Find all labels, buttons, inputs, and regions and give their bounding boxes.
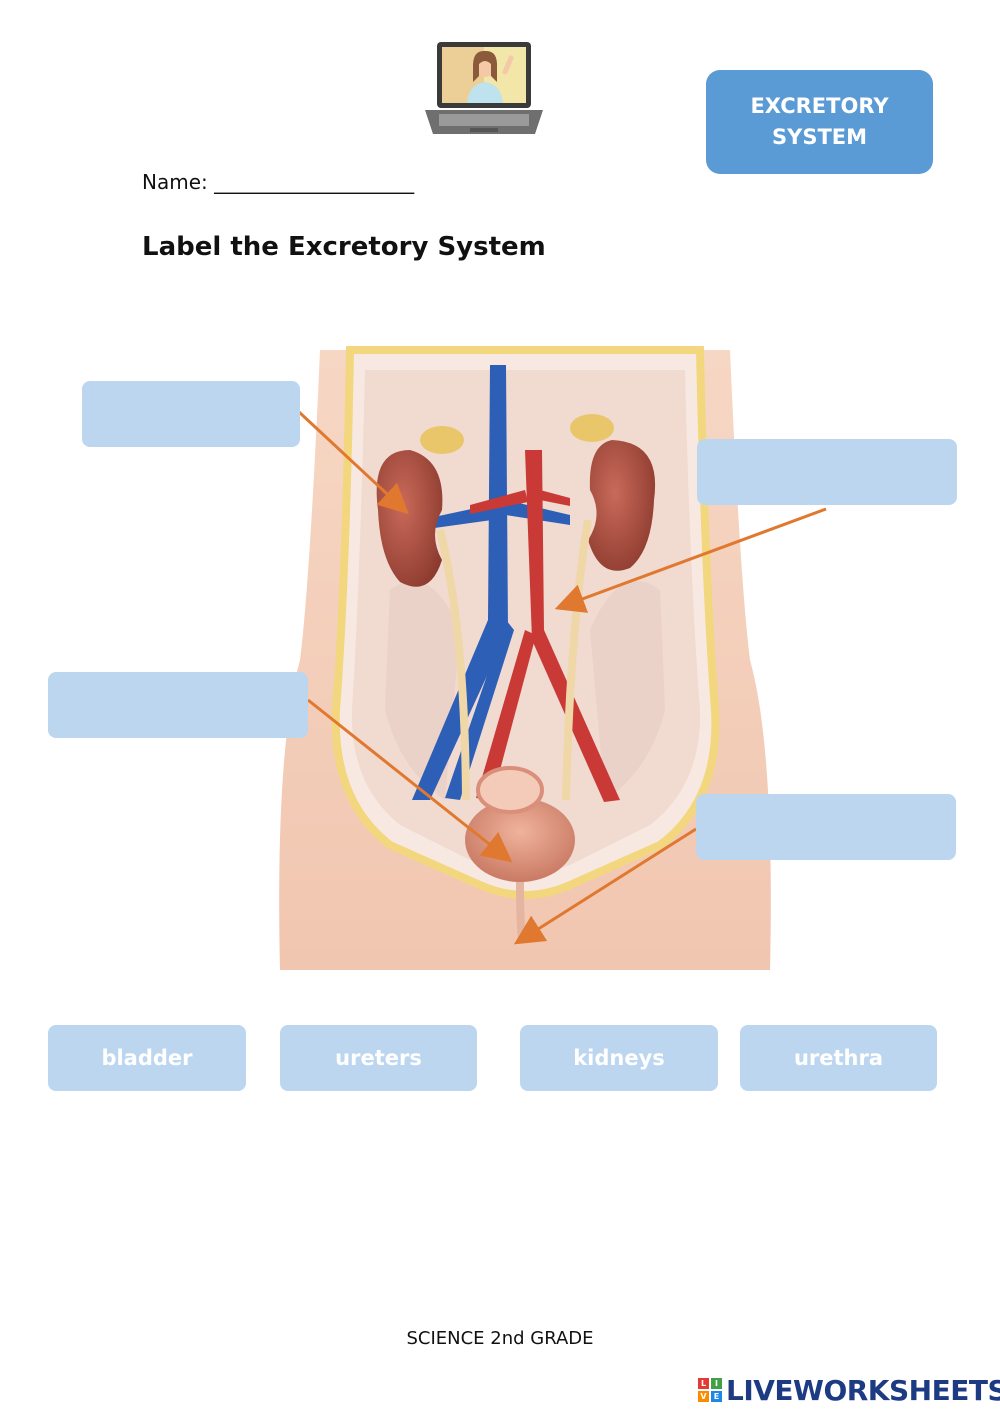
word-chip-label: urethra [793,1046,884,1070]
name-field-label: Name: ____________________ [142,170,415,194]
topic-badge: EXCRETORY SYSTEM [706,70,933,174]
liveworksheets-brand: L I V E LIVEWORKSHEETS [698,1372,1000,1408]
word-chip-bladder[interactable]: bladder [48,1025,246,1091]
word-chip-urethra[interactable]: urethra [740,1025,937,1091]
answer-box-urethra[interactable] [696,794,956,860]
subject-footer: SCIENCE 2nd GRADE [406,1328,594,1349]
word-chip-label: kidneys [573,1046,665,1070]
word-chip-kidneys[interactable]: kidneys [520,1025,718,1091]
answer-box-bladder[interactable] [48,672,308,738]
teacher-laptop-icon [425,42,543,134]
word-chip-ureters[interactable]: ureters [280,1025,477,1091]
liveworksheets-logo-icon: L I V E [698,1378,722,1402]
brand-name: LIVEWORKSHEETS [726,1373,1000,1407]
answer-box-kidneys[interactable] [82,381,300,447]
excretory-system-illustration [279,346,771,970]
worksheet-title: Label the Excretory System [142,232,546,262]
word-chip-label: ureters [335,1046,422,1070]
answer-box-ureters[interactable] [697,439,957,505]
topic-badge-label: EXCRETORY SYSTEM [750,94,889,149]
word-chip-label: bladder [101,1046,193,1070]
